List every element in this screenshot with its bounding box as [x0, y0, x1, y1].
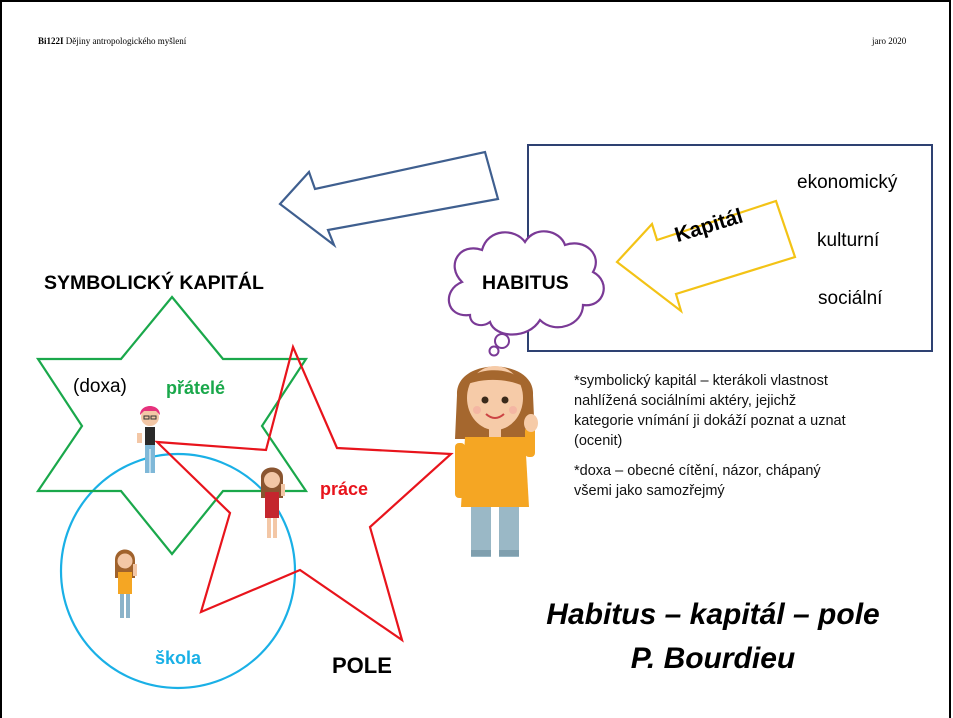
doxa-label: (doxa) — [73, 376, 127, 397]
person-red-dress — [260, 467, 285, 538]
course-code: Bi122I — [38, 36, 64, 46]
field-label: POLE — [332, 653, 392, 678]
friends-star — [35, 295, 309, 556]
habitus-label: HABITUS — [482, 272, 569, 294]
capital-type-economic: ekonomický — [797, 172, 898, 193]
person-pink-hair — [137, 406, 160, 473]
slide-title-line1: Habitus – kapitál – pole — [546, 598, 880, 631]
person-yellow-top — [115, 549, 137, 618]
work-star — [154, 343, 454, 643]
course-name: Dějiny antropologického myšlení — [65, 36, 187, 46]
note-doxa: *doxa – obecné cítění, názor, chápaný vš… — [574, 463, 821, 499]
symbolic-capital-arrow — [278, 150, 500, 249]
capital-type-social: sociální — [818, 288, 883, 309]
habitus-cloud — [447, 230, 605, 336]
school-label: škola — [155, 648, 202, 668]
capital-type-cultural: kulturní — [817, 230, 880, 251]
note-symbolic-capital: *symbolický kapitál – kterákoli vlastnos… — [574, 373, 846, 449]
course-header: Bi122I Dějiny antropologického myšlení — [38, 36, 186, 46]
friends-label: přátelé — [166, 378, 226, 398]
work-label: práce — [320, 479, 369, 499]
cloud-bubble-small — [488, 345, 500, 357]
semester-label: jaro 2020 — [872, 36, 907, 46]
cloud-bubble-large — [494, 333, 510, 349]
capital-arrow — [615, 199, 797, 314]
slide-title-line2: P. Bourdieu — [630, 642, 796, 675]
person-habitus — [455, 366, 538, 557]
symbolic-capital-label: SYMBOLICKÝ KAPITÁL — [44, 272, 264, 294]
